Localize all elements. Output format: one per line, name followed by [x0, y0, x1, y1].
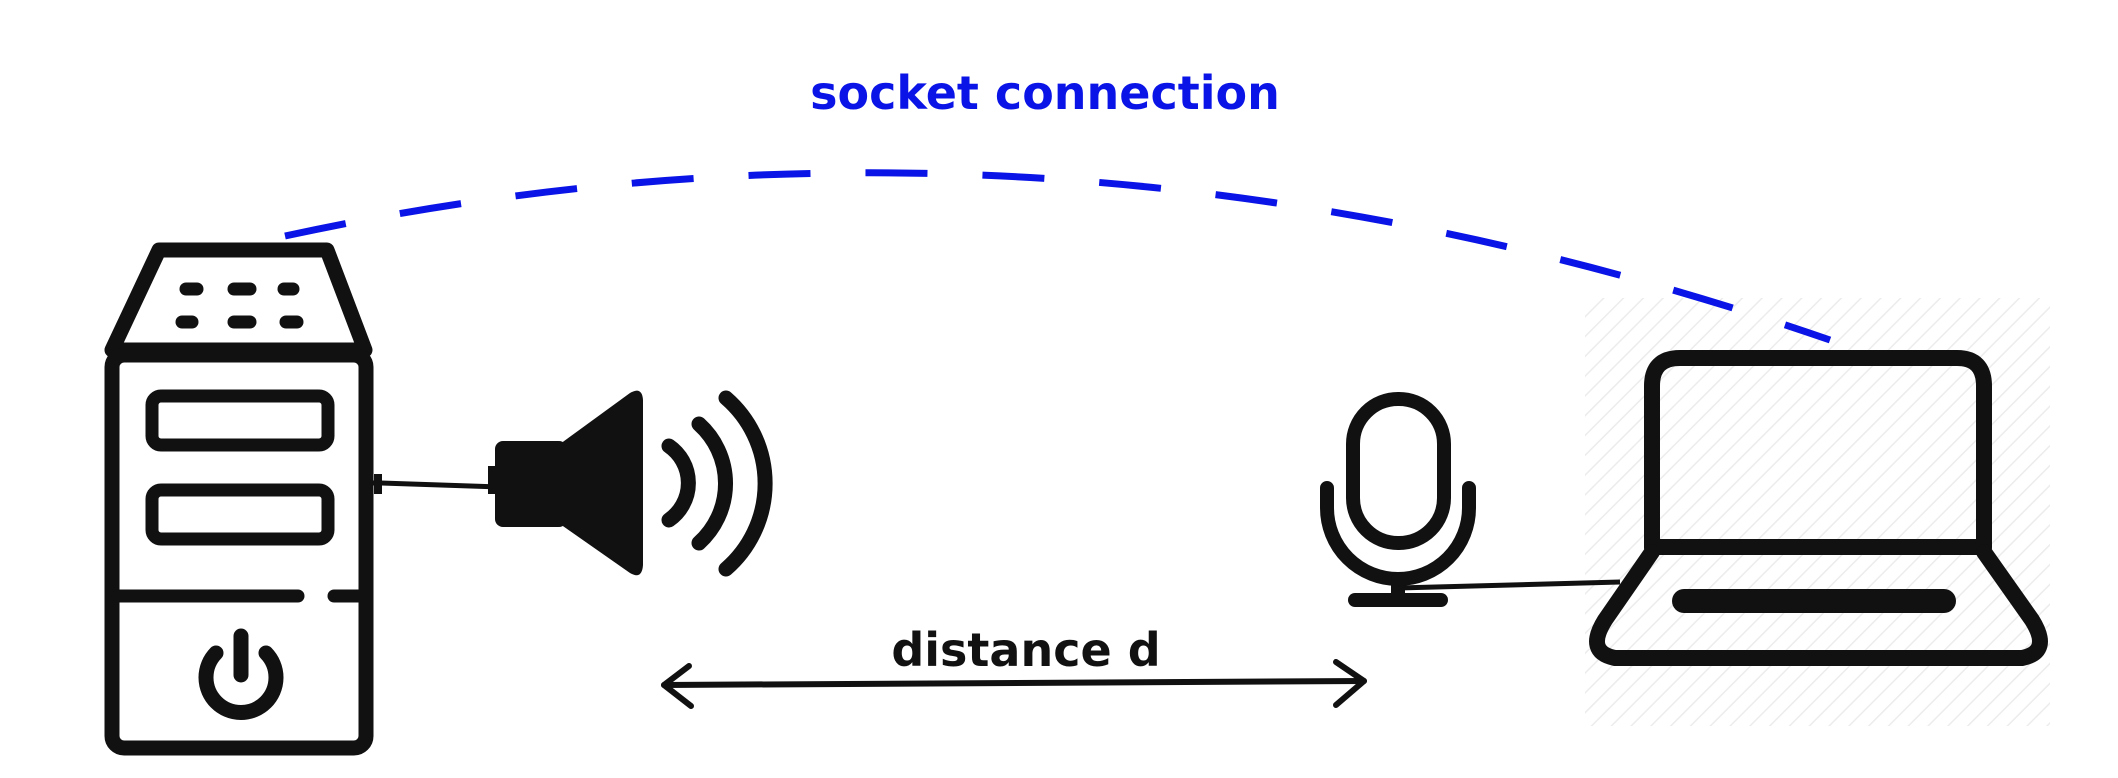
- power-icon: [198, 628, 284, 720]
- server-tower-icon: [104, 242, 374, 756]
- laptop-icon: [1589, 350, 2048, 666]
- cable-plug-server: [374, 474, 382, 494]
- distance-arrow: [661, 659, 1367, 709]
- socket-connection-label: socket connection: [810, 66, 1280, 120]
- speaker-icon: [495, 390, 643, 576]
- socket-connection-arc: [284, 169, 1832, 344]
- speaker-cable: [372, 480, 501, 490]
- sound-waves-icon: [661, 390, 773, 577]
- microphone-icon: [1320, 392, 1476, 607]
- microphone-cable: [1397, 579, 1621, 591]
- distance-label: distance d: [891, 623, 1160, 677]
